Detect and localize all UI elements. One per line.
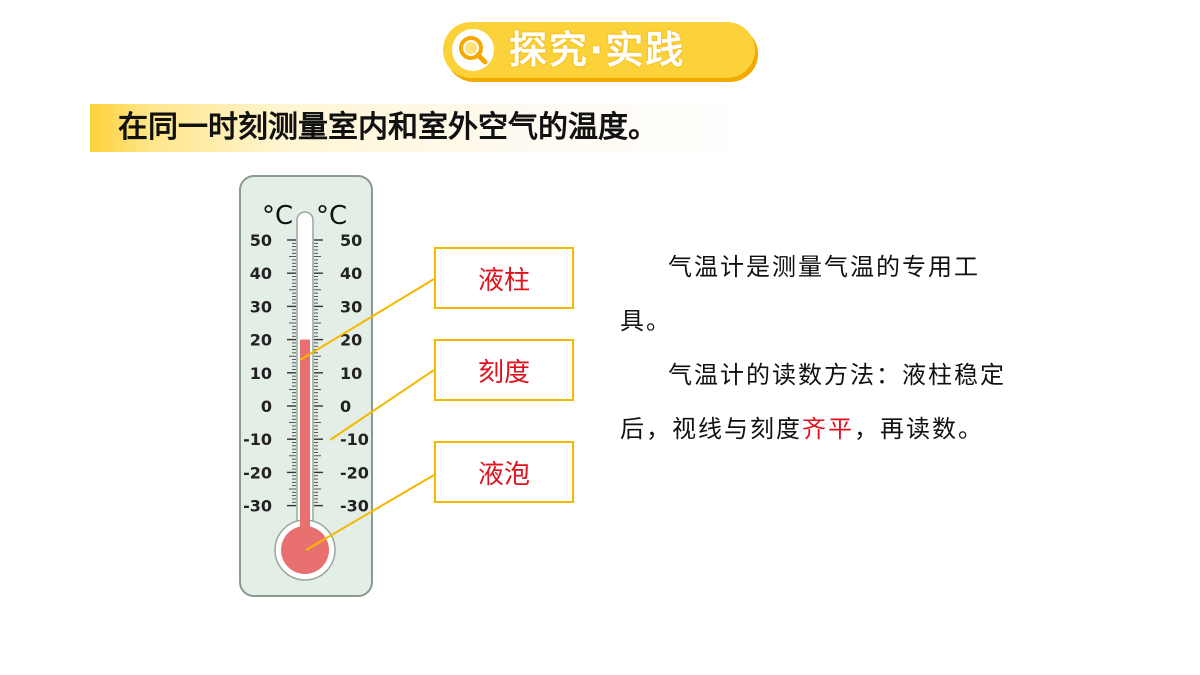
scale-label-right: 0 <box>340 397 351 416</box>
task-text: 在同一时刻测量室内和室外空气的温度。 <box>118 110 658 145</box>
scale-label-left: 40 <box>250 264 272 283</box>
scale-label-left: 10 <box>250 364 272 383</box>
scale-label-left: 30 <box>250 297 272 316</box>
scale-label-right: -30 <box>340 497 369 516</box>
description-p2-after: ，再读数。 <box>854 415 984 443</box>
magnifier-icon <box>452 29 494 71</box>
scale-label-left: 20 <box>250 331 272 350</box>
description-paragraph-2: 气温计的读数方法：液柱稳定后，视线与刻度齐平，再读数。 <box>620 348 1020 456</box>
scale-label-left: 0 <box>261 397 272 416</box>
label-bulb: 液泡 <box>434 441 574 503</box>
scale-label-right: 30 <box>340 297 362 316</box>
description: 气温计是测量气温的专用工具。 气温计的读数方法：液柱稳定后，视线与刻度齐平，再读… <box>620 240 1020 456</box>
scale-labels-left: 50 40 30 20 10 0 -10 -20 -30 <box>243 231 272 516</box>
scale-label-right: 50 <box>340 231 362 250</box>
thermometer-illustration: °C °C 50 40 30 20 10 0 -10 -20 -30 50 40 30 20 10 0 -1… <box>239 175 373 597</box>
scale-label-right: 20 <box>340 331 362 350</box>
unit-right: °C <box>316 201 347 231</box>
liquid-column <box>300 339 310 532</box>
scale-label-right: -20 <box>340 463 369 482</box>
description-p2-before: 气温计的读数方法：液柱稳定后，视线与刻度 <box>620 361 1006 443</box>
scale-label-left: -30 <box>243 497 272 516</box>
unit-left: °C <box>262 201 293 231</box>
scale-label-right: -10 <box>340 430 369 449</box>
description-highlight: 齐平 <box>802 415 854 443</box>
task-banner <box>90 104 750 152</box>
description-paragraph-1: 气温计是测量气温的专用工具。 <box>620 253 980 335</box>
section-title-badge: 探究·实践 <box>443 22 755 78</box>
scale-label-left: -10 <box>243 430 272 449</box>
scale-label-right: 10 <box>340 364 362 383</box>
scale-label-left: -20 <box>243 463 272 482</box>
label-column: 液柱 <box>434 247 574 309</box>
label-scale: 刻度 <box>434 339 574 401</box>
scale-label-left: 50 <box>250 231 272 250</box>
scale-label-right: 40 <box>340 264 362 283</box>
section-title: 探究·实践 <box>509 28 686 72</box>
